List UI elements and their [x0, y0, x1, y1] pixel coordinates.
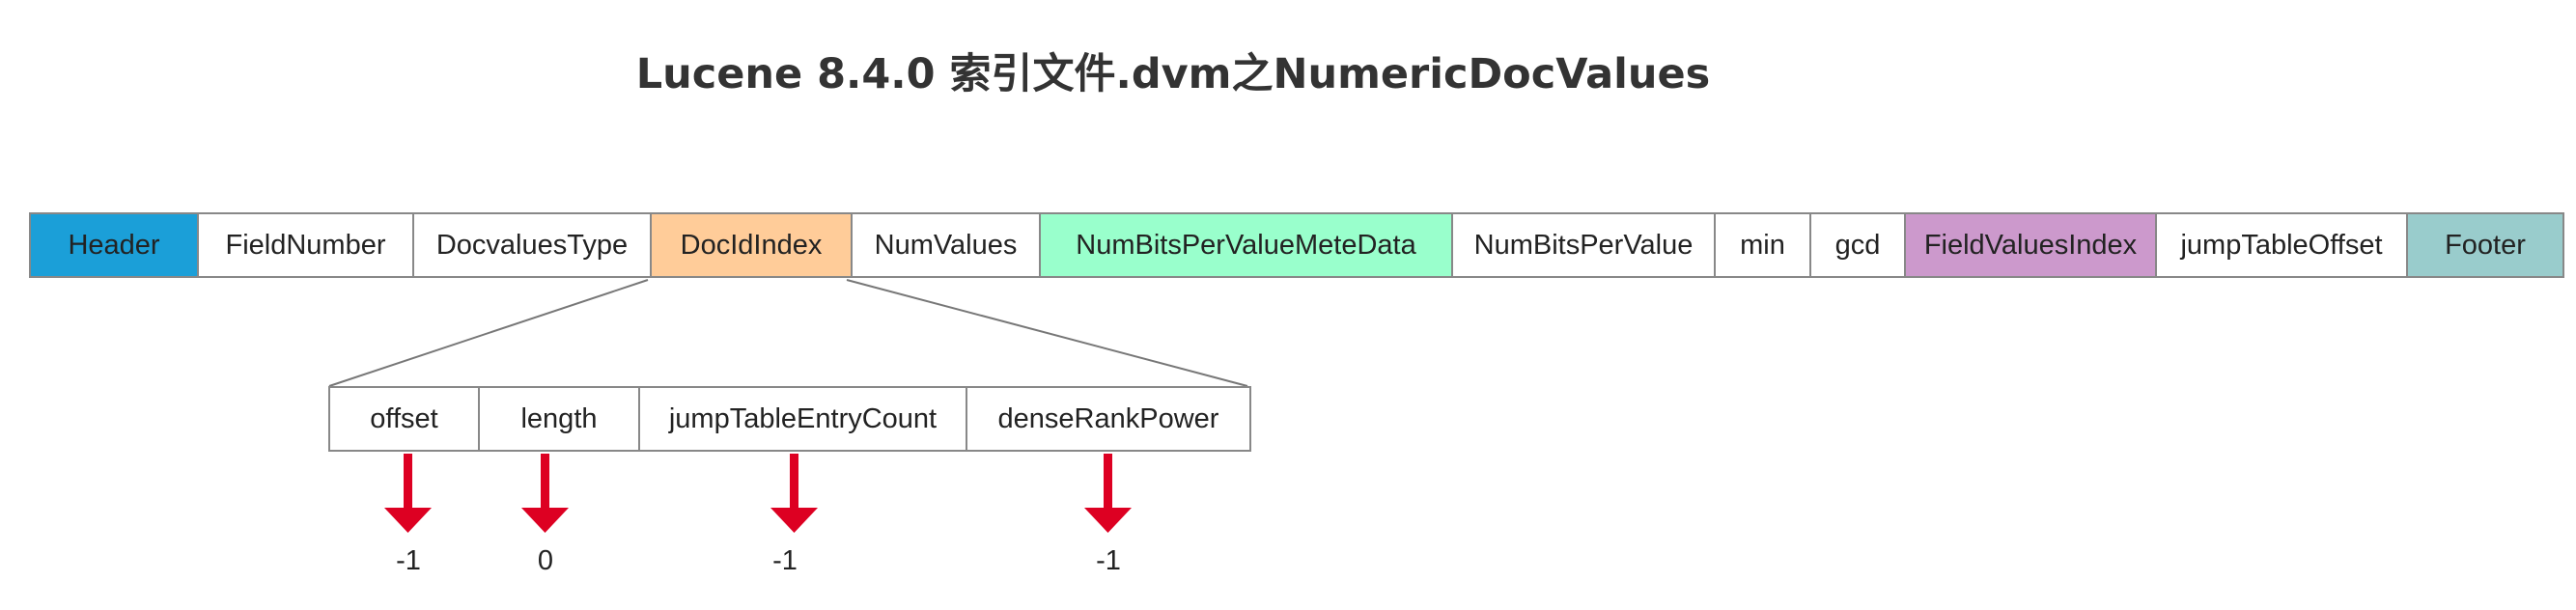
- subfield-label: offset: [370, 402, 438, 434]
- field-header: Header: [31, 214, 199, 276]
- diagram-title: Lucene 8.4.0 索引文件.dvm之NumericDocValues: [635, 50, 1711, 98]
- subfield-offset: offset: [330, 388, 480, 450]
- down-arrow-icon: [1084, 454, 1132, 533]
- field-label: NumValues: [874, 229, 1018, 261]
- value-jump-table-entry-count: -1: [772, 545, 798, 576]
- field-label: NumBitsPerValueMeteData: [1076, 229, 1416, 261]
- field-footer: Footer: [2408, 214, 2564, 276]
- field-min: min: [1716, 214, 1811, 276]
- doc-id-index-row: offset length jumpTableEntryCount denseR…: [328, 386, 1251, 452]
- expand-line-left: [328, 279, 649, 387]
- field-doc-id-index: DocIdIndex: [652, 214, 853, 276]
- value-length: 0: [537, 545, 554, 576]
- down-arrow-icon: [384, 454, 432, 533]
- field-jump-table-offset: jumpTableOffset: [2157, 214, 2408, 276]
- down-arrow-icon: [770, 454, 818, 533]
- dvm-field-row: Header FieldNumber DocvaluesType DocIdIn…: [29, 212, 2564, 278]
- field-label: Footer: [2445, 229, 2526, 261]
- subfield-jump-table-entry-count: jumpTableEntryCount: [640, 388, 967, 450]
- field-label: FieldNumber: [225, 229, 386, 261]
- field-field-values-index: FieldValuesIndex: [1906, 214, 2157, 276]
- field-label: jumpTableOffset: [2180, 229, 2383, 261]
- field-label: FieldValuesIndex: [1923, 229, 2138, 261]
- field-field-number: FieldNumber: [199, 214, 414, 276]
- field-label: DocvaluesType: [435, 229, 629, 261]
- field-num-bits-per-value: NumBitsPerValue: [1453, 214, 1716, 276]
- subfield-label: length: [520, 402, 598, 434]
- value-dense-rank-power: -1: [1096, 545, 1121, 576]
- value-offset: -1: [396, 545, 421, 576]
- field-label: Header: [68, 229, 160, 261]
- field-num-bits-per-value-mete-data: NumBitsPerValueMeteData: [1041, 214, 1453, 276]
- subfield-length: length: [480, 388, 640, 450]
- subfield-dense-rank-power: denseRankPower: [967, 388, 1251, 450]
- field-label: NumBitsPerValue: [1473, 229, 1694, 261]
- field-num-values: NumValues: [853, 214, 1041, 276]
- subfield-label: jumpTableEntryCount: [668, 402, 938, 434]
- subfield-label: denseRankPower: [997, 402, 1219, 434]
- field-docvalues-type: DocvaluesType: [414, 214, 652, 276]
- field-label: DocIdIndex: [680, 229, 823, 261]
- field-gcd: gcd: [1811, 214, 1906, 276]
- field-label: gcd: [1834, 229, 1881, 261]
- expand-line-right: [846, 279, 1248, 387]
- down-arrow-icon: [521, 454, 569, 533]
- field-label: min: [1740, 229, 1785, 261]
